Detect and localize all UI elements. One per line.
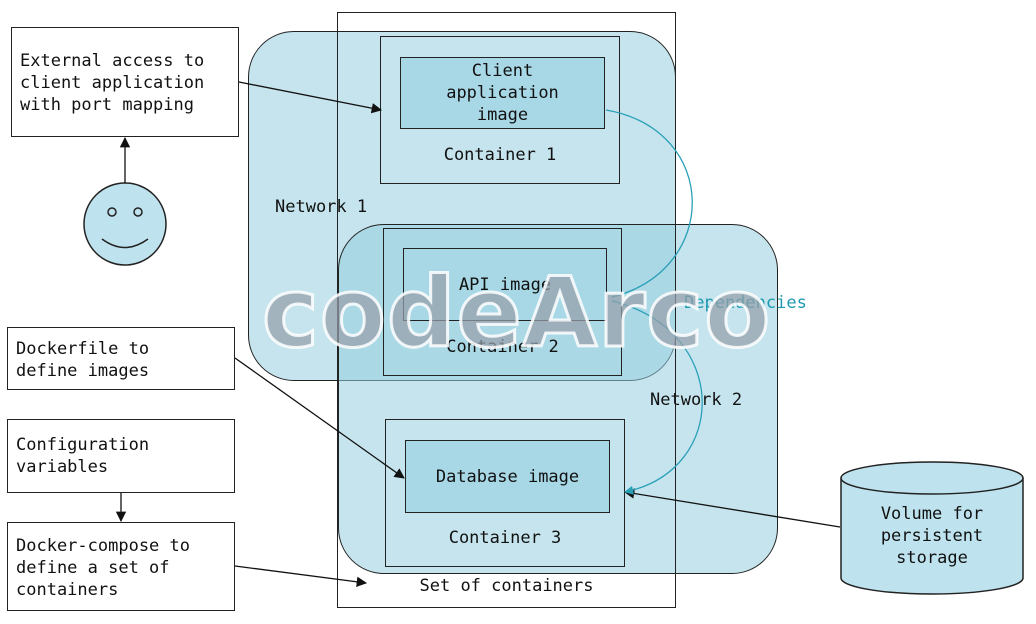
dependency-api-to-database	[611, 300, 703, 495]
network-1-label: Network 1	[275, 197, 368, 217]
set-of-containers-label: Set of containers	[419, 576, 594, 596]
dependencies-label: Dependencies	[684, 293, 807, 313]
access-to-container-1-arrow	[238, 81, 383, 114]
volume-cylinder-icon	[840, 461, 1024, 595]
container-2-label: Container 2	[446, 337, 559, 357]
volume-label: Volume for persistent storage	[880, 504, 984, 568]
compose-to-set-arrow	[234, 565, 368, 587]
dependency-client-to-api	[605, 109, 693, 298]
dockerfile-to-database-arrow	[234, 357, 405, 479]
external-access-note: External access to client application wi…	[11, 27, 239, 137]
client-application-image: Client application image	[400, 57, 605, 129]
volume-to-database-arrow	[623, 488, 841, 528]
container-1-label: Container 1	[443, 145, 557, 165]
set-of-containers-frame	[337, 12, 676, 608]
api-image: API image	[403, 248, 607, 321]
user-face-icon	[83, 182, 167, 266]
database-image: Database image	[405, 440, 610, 513]
container-3-label: Container 3	[448, 528, 562, 548]
configuration-variables-note: Configuration variables	[7, 419, 235, 493]
container-2	[383, 228, 622, 376]
network-2-label: Network 2	[650, 390, 743, 410]
dockerfile-note: Dockerfile to define images	[7, 327, 235, 390]
docker-compose-note: Docker-compose to define a set of contai…	[7, 522, 235, 611]
